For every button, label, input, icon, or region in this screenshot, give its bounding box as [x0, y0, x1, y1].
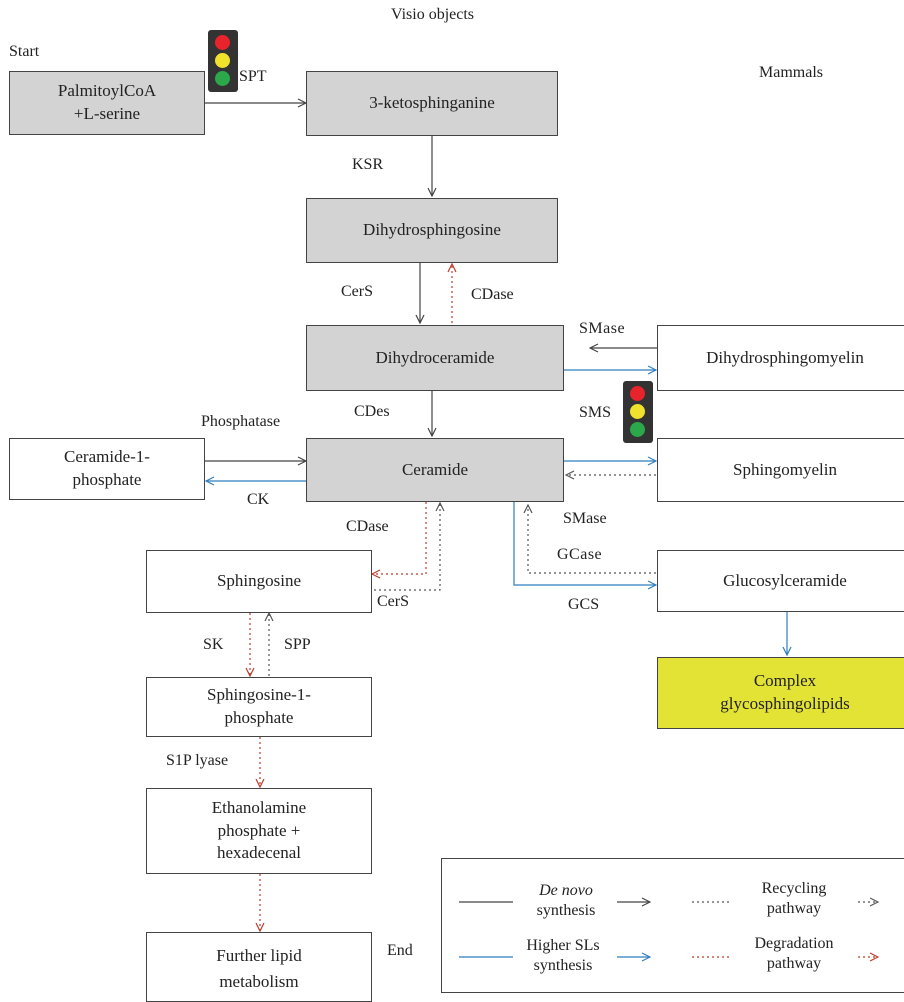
enzyme-ksr: KSR [352, 156, 384, 173]
legend: De novo synthesis Higher SLs synthesis R… [441, 858, 904, 993]
enzyme-sms: SMS [579, 404, 612, 421]
node-label: Ceramide [401, 459, 469, 479]
node-label: PalmitoylCoA [57, 81, 157, 101]
node-label: phosphate [224, 708, 294, 727]
node-label: Ethanolamine [211, 797, 307, 817]
legend-line: Higher SLs [526, 937, 600, 954]
node-label: 3-ketosphinganine [369, 93, 495, 113]
enzyme-cers-2: CerS [377, 593, 409, 610]
enzyme-ck: CK [247, 491, 270, 508]
node-label: phosphate + [217, 820, 301, 840]
node-label: Dihydrosphingosine [363, 220, 501, 240]
enzyme-phosphatase: Phosphatase [201, 413, 281, 430]
node-label: Complex [753, 671, 817, 691]
legend-line: pathway [766, 900, 822, 917]
node-label: Ceramide-1- [64, 447, 150, 467]
node-ethanolamine-phosphate-hexadecenal: Ethanolamine phosphate + hexadecenal [146, 788, 372, 874]
diagram-title: Visio objects [391, 6, 475, 23]
node-dihydroceramide: Dihydroceramide [306, 325, 564, 391]
traffic-light-icon-spt [208, 30, 238, 92]
legend-line: pathway [766, 955, 822, 972]
legend-line: synthesis [533, 957, 593, 974]
enzyme-s1p-lyase: S1P lyase [166, 752, 229, 769]
node-glucosylceramide: Glucosylceramide [657, 550, 904, 612]
node-sphingomyelin: Sphingomyelin [657, 438, 904, 502]
end-label: End [387, 942, 413, 959]
enzyme-cdase-2: CDase [346, 518, 389, 535]
node-label: phosphate [72, 470, 142, 489]
legend-denovo-label: De novo synthesis [516, 881, 616, 921]
legend-recycling-label: Recycling pathway [734, 879, 854, 919]
node-sphingosine-1-phosphate: Sphingosine-1- phosphate [146, 677, 372, 737]
node-label: Dihydrosphingomyelin [706, 347, 864, 367]
enzyme-cdes: CDes [354, 403, 390, 420]
enzyme-cdase-1: CDase [471, 286, 514, 303]
node-label: Further lipid [216, 946, 302, 965]
enzyme-spt: SPT [239, 68, 267, 85]
enzyme-cers-1: CerS [341, 283, 373, 300]
region-label: Mammals [759, 64, 823, 81]
node-dihydrosphingomyelin: Dihydrosphingomyelin [657, 325, 904, 391]
node-label: Dihydroceramide [375, 347, 495, 367]
node-palmitoylcoa-serine: PalmitoylCoA +L-serine [9, 71, 205, 135]
enzyme-smase-2: SMase [563, 510, 607, 527]
node-label: glycosphingolipids [720, 694, 850, 713]
node-label: +L-serine [73, 104, 141, 123]
legend-denovo-italic: De novo [539, 882, 593, 899]
node-label: Sphingomyelin [733, 459, 837, 479]
enzyme-gcase: GCase [557, 546, 603, 563]
legend-swatches [459, 859, 904, 994]
legend-degradation-label: Degradation pathway [734, 934, 854, 974]
node-dihydrosphingosine: Dihydrosphingosine [306, 198, 558, 263]
node-further-lipid-metabolism: Further lipid metabolism [146, 932, 372, 1002]
node-ceramide-1-phosphate: Ceramide-1- phosphate [9, 438, 205, 500]
node-label: Sphingosine-1- [207, 685, 311, 705]
node-label: Glucosylceramide [723, 570, 847, 590]
enzyme-sk: SK [203, 636, 224, 653]
traffic-light-icon-sms [623, 381, 653, 443]
node-label: Sphingosine [216, 571, 302, 591]
node-label: metabolism [219, 972, 299, 992]
node-3-ketosphinganine: 3-ketosphinganine [306, 71, 558, 136]
node-sphingosine: Sphingosine [146, 550, 372, 613]
start-label: Start [9, 43, 40, 60]
enzyme-smase-1: SMase [579, 320, 626, 337]
node-complex-glycosphingolipids: Complex glycosphingolipids [657, 657, 904, 729]
legend-line: Recycling [761, 880, 827, 897]
enzyme-spp: SPP [284, 636, 311, 653]
node-label: hexadecenal [217, 843, 301, 863]
enzyme-gcs: GCS [568, 596, 600, 613]
legend-denovo-rest: synthesis [536, 902, 596, 919]
legend-line: Degradation [754, 935, 834, 952]
legend-higher-label: Higher SLs synthesis [508, 936, 618, 976]
node-ceramide: Ceramide [306, 438, 564, 502]
